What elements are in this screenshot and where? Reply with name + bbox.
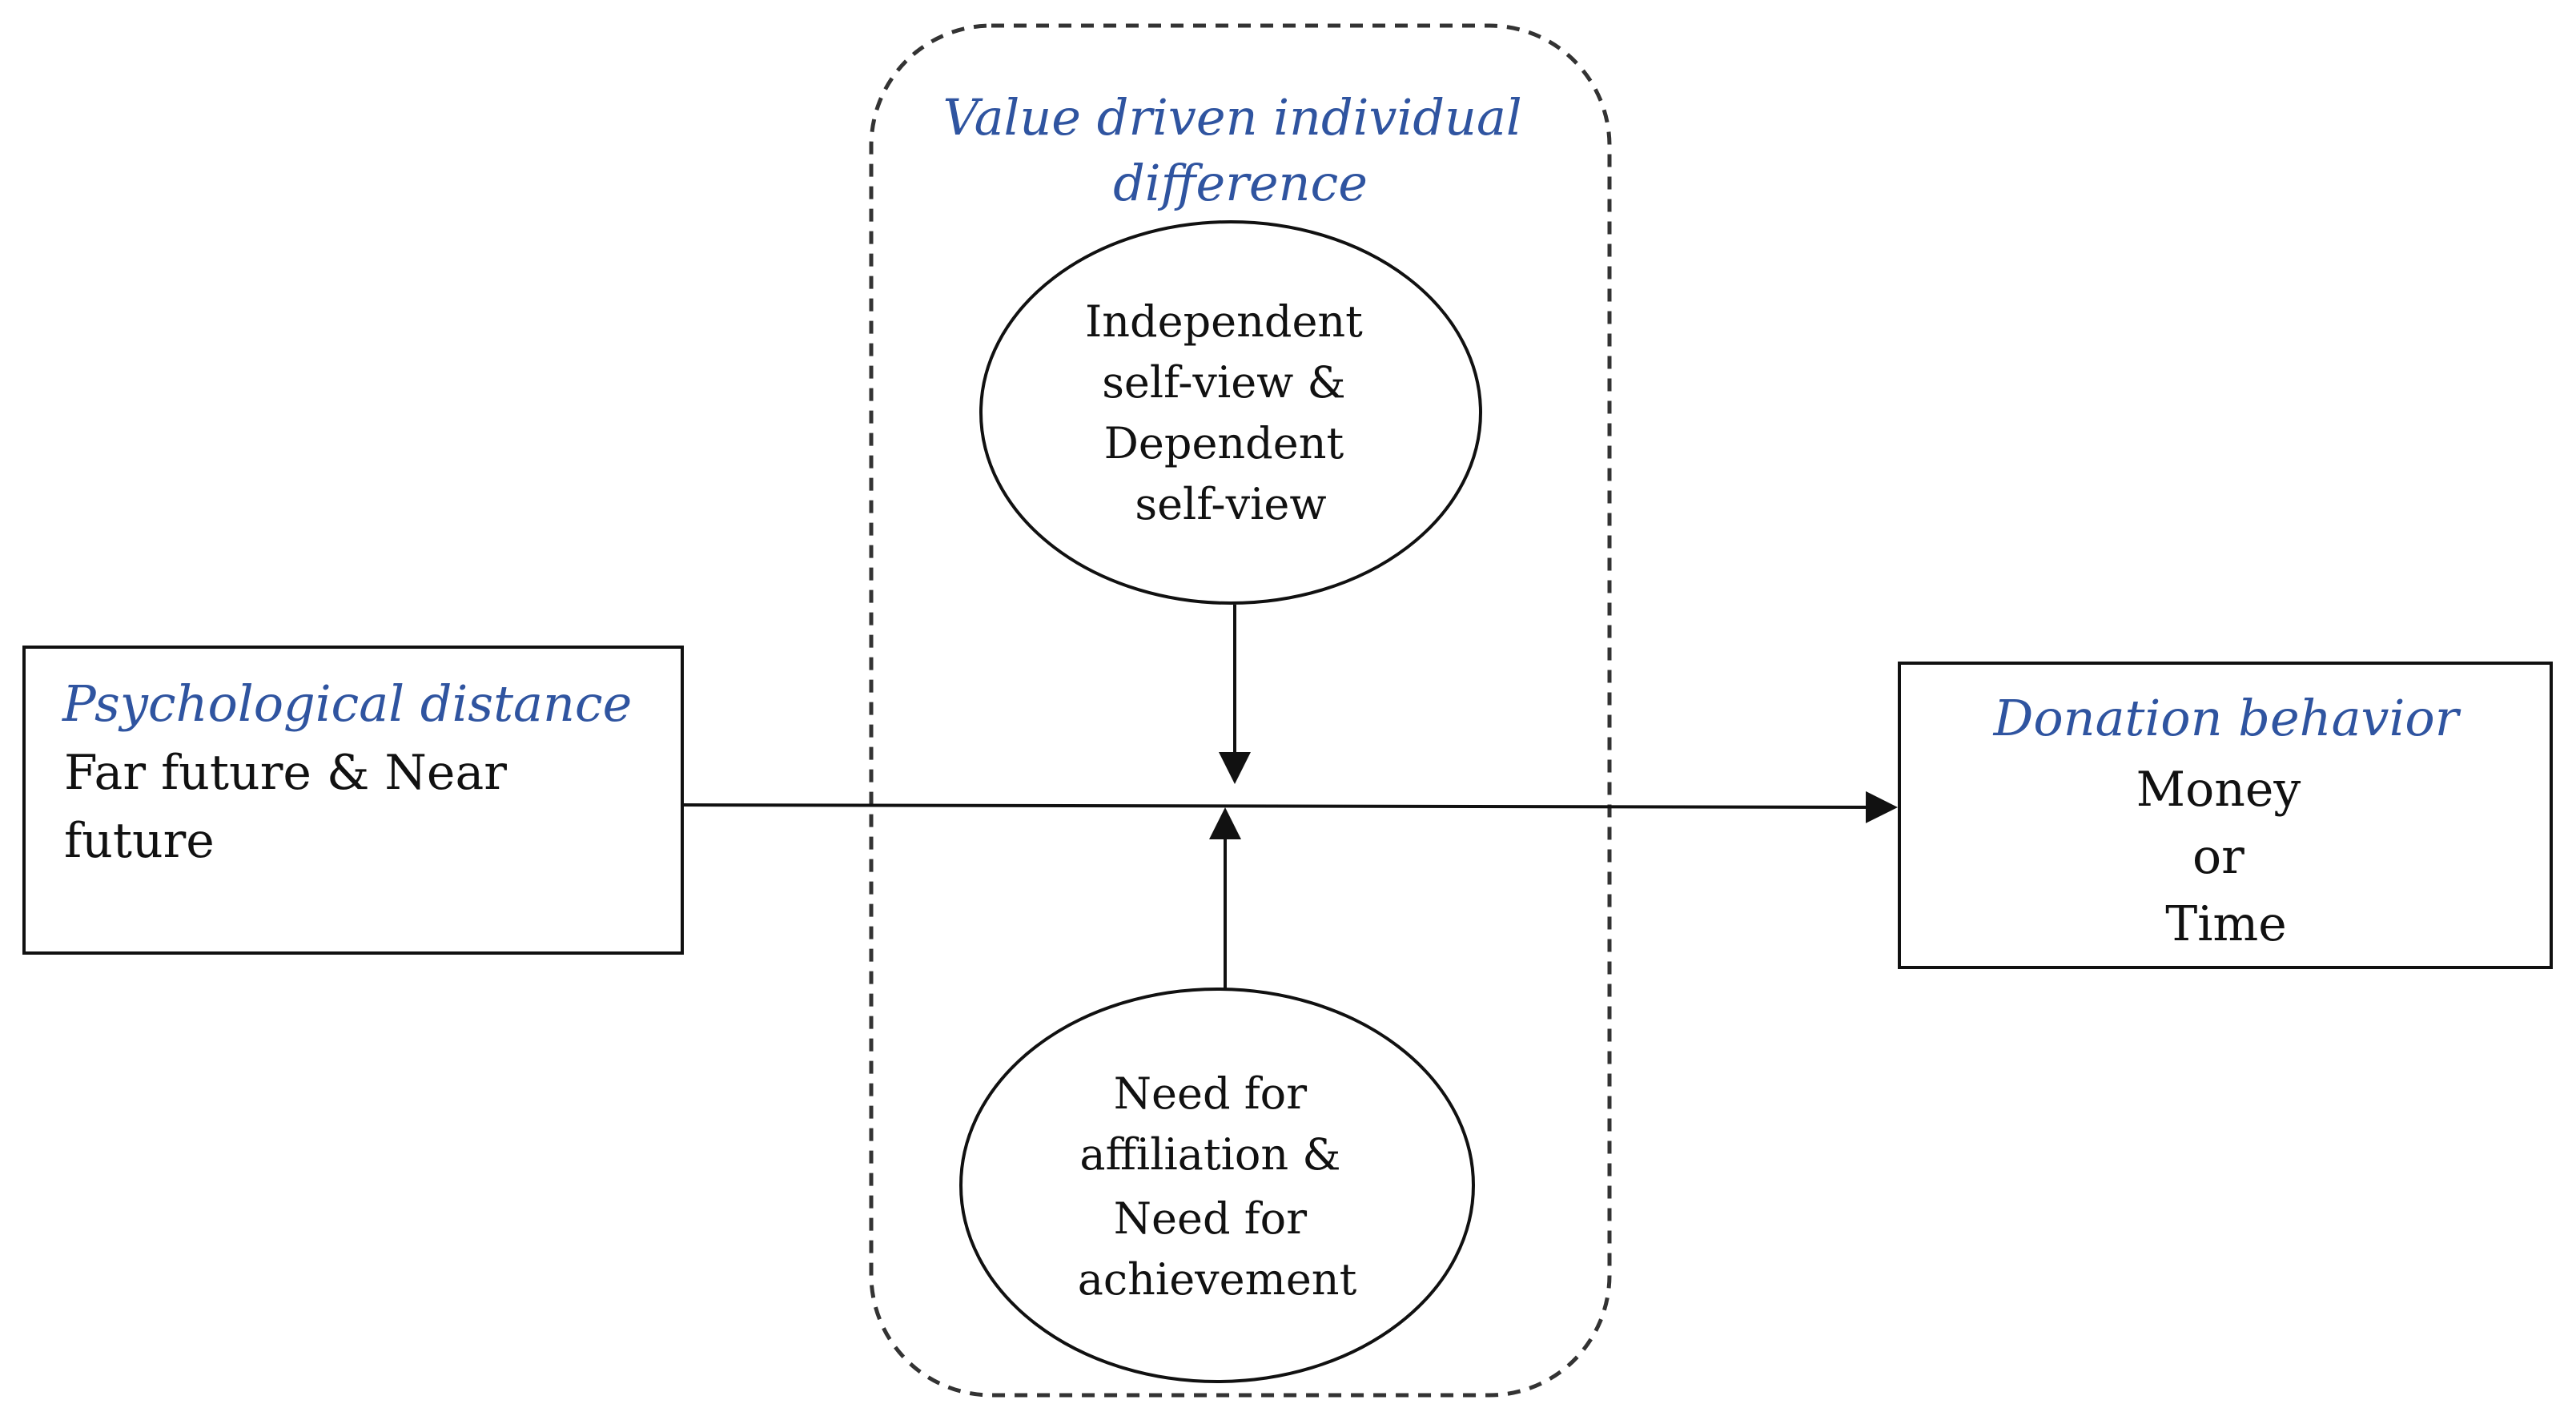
moderator-group-border xyxy=(869,23,1612,1398)
moderator-top-line-3: Dependent xyxy=(1104,418,1344,469)
moderator-bottom-ellipse xyxy=(959,988,1475,1383)
moderator-bottom-label: Need for affiliation & Need for achievem… xyxy=(1078,1068,1357,1305)
main-effect-arrow xyxy=(681,790,1898,823)
dependent-variable-title: Donation behavior xyxy=(1993,689,2461,747)
independent-variable-label: Far future & Near future xyxy=(64,745,522,869)
moderator-top-line-2: self-view & xyxy=(1102,357,1345,408)
moderator-top-label: Independent self-view & Dependent self-v… xyxy=(1085,296,1376,529)
dependent-variable-line-3: Time xyxy=(2165,896,2287,952)
moderator-top-ellipse xyxy=(979,220,1482,605)
dependent-variable-label: Money or Time xyxy=(2136,762,2317,952)
moderator-group-title-line-1: Value driven individual xyxy=(943,88,1522,147)
dependent-variable-line-2: or xyxy=(2192,829,2244,885)
independent-variable-line-1: Far future & Near xyxy=(64,745,507,801)
independent-variable-line-2: future xyxy=(64,813,215,869)
moderator-top-line-1: Independent xyxy=(1085,296,1363,347)
dependent-variable-box xyxy=(1898,662,2553,969)
moderator-bottom-line-3: Need for xyxy=(1114,1193,1307,1244)
moderator-bottom-line-4: achievement xyxy=(1078,1254,1357,1305)
moderator-group-title-line-2: difference xyxy=(1113,154,1368,212)
moderator-bottom-line-1: Need for xyxy=(1114,1068,1307,1119)
dependent-variable-line-1: Money xyxy=(2136,762,2301,818)
moderator-bottom-line-2: affiliation & xyxy=(1079,1129,1340,1180)
moderator-top-line-4: self-view xyxy=(1135,479,1326,529)
independent-variable-title: Psychological distance xyxy=(62,674,632,733)
moderator-group-title: Value driven individual difference xyxy=(943,88,1538,212)
independent-variable-box xyxy=(22,646,684,955)
